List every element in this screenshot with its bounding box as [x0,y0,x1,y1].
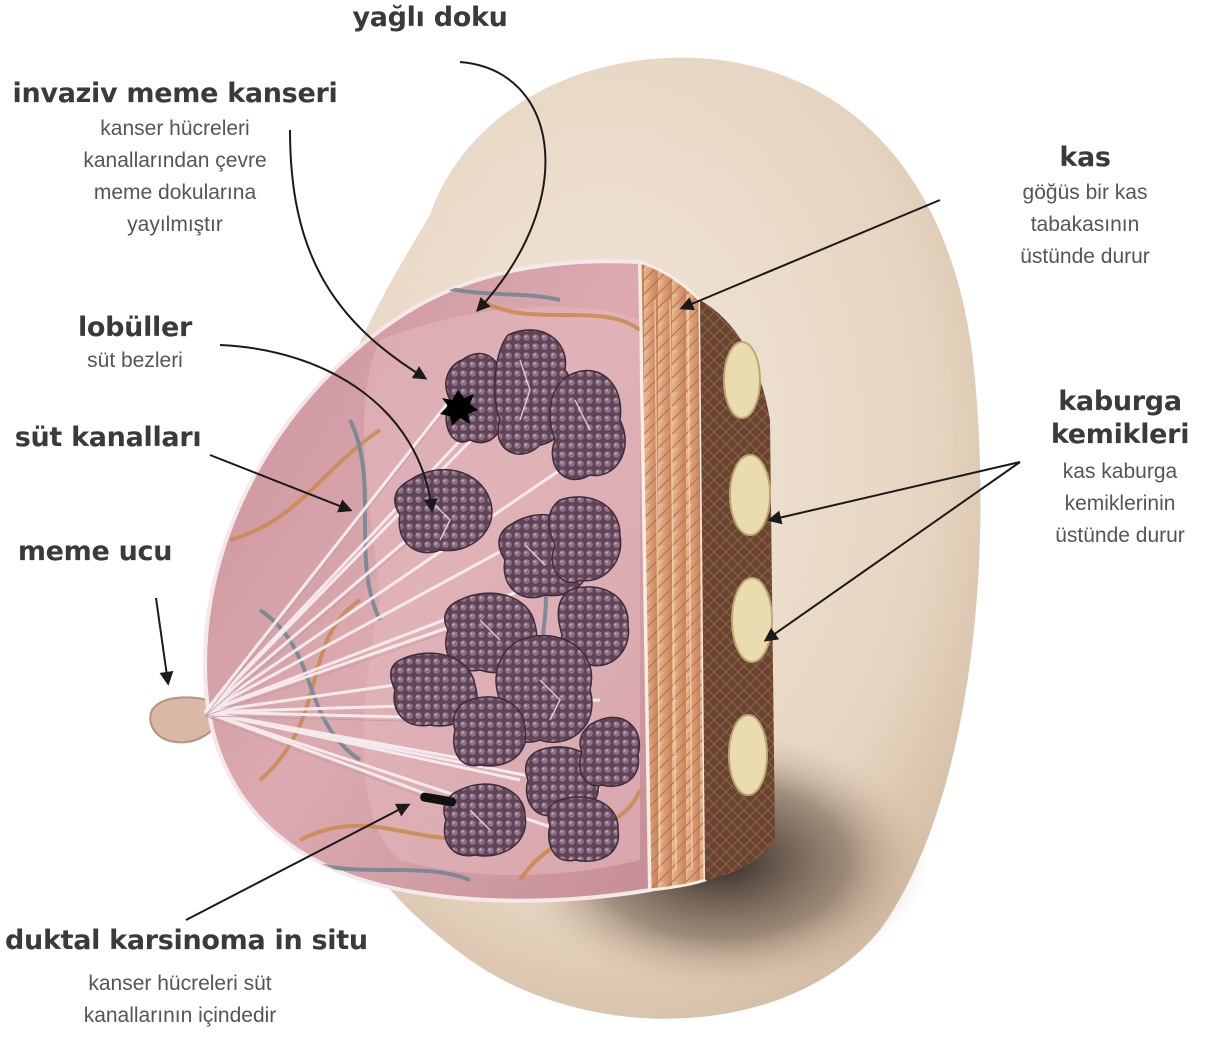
invasive-desc-3: meme dokularına [10,177,340,209]
ribs-desc-1: kas kaburga [1025,456,1215,488]
dcis-desc-2: kanallarının içindedir [5,1000,355,1032]
ribs-desc-3: üstünde durur [1025,520,1215,552]
muscle-desc-2: tabakasının [985,209,1185,241]
invasive-desc-4: yayılmıştır [10,209,340,241]
label-muscle: kas göğüs bir kas tabakasının üstünde du… [985,142,1185,273]
label-lobules: lobüller süt bezleri [40,312,230,377]
ribs-desc-2: kemiklerinin [1025,488,1215,520]
label-ribs: kaburga kemikleri kas kaburga kemiklerin… [1025,386,1215,552]
muscle-title: kas [985,142,1185,173]
muscle-desc-3: üstünde durur [985,241,1185,273]
invasive-desc-1: kanser hücreleri [10,113,340,145]
muscle-desc-1: göğüs bir kas [985,177,1185,209]
label-dcis: duktal karsinoma in situ kanser hücreler… [5,925,355,1032]
arrow-nipple [156,598,168,683]
invasive-title: invaziv meme kanseri [10,78,340,109]
ribs-title-1: kaburga [1025,386,1215,417]
label-invasive: invaziv meme kanseri kanser hücreleri ka… [10,78,340,241]
lobules-desc: süt bezleri [40,345,230,377]
nipple [150,697,212,742]
label-nipple: meme ucu [10,536,180,567]
label-ducts: süt kanalları [8,422,208,453]
dcis-title: duktal karsinoma in situ [5,925,355,956]
lobules-title: lobüller [40,312,230,343]
ribs-title-2: kemikleri [1025,419,1215,450]
dcis-desc-1: kanser hücreleri süt [5,968,355,1000]
fat-title: yağlı doku [330,2,530,33]
label-fat: yağlı doku [330,2,530,33]
nipple-title: meme ucu [10,536,180,567]
ducts-title: süt kanalları [8,422,208,453]
invasive-desc-2: kanallarından çevre [10,145,340,177]
